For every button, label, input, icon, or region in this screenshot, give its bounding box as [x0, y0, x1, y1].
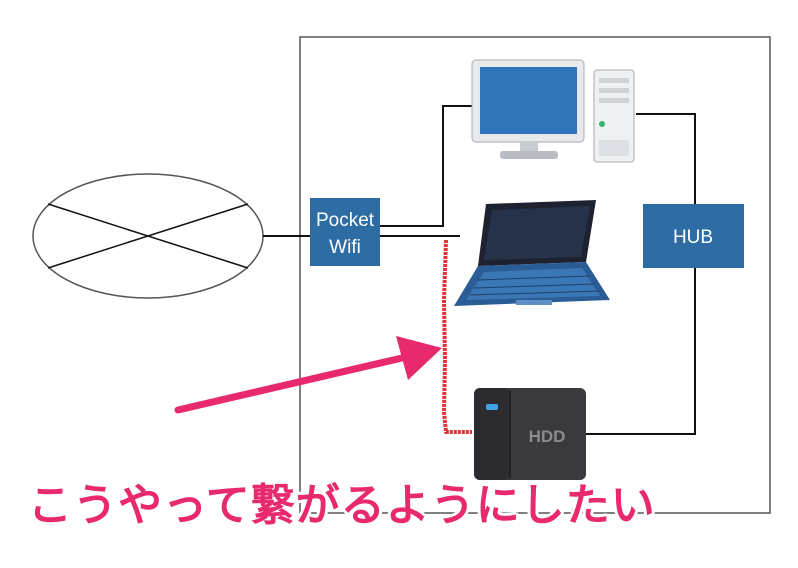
- hub-box: HUB: [643, 204, 744, 268]
- home-network-boundary: [299, 36, 771, 514]
- desktop-pc-icon: [471, 59, 635, 163]
- link-hub-hdd: [584, 268, 696, 435]
- hdd-label: HDD: [529, 427, 566, 446]
- laptop-icon: [454, 200, 610, 306]
- link-wifi-desktop: [380, 105, 472, 227]
- pocket-wifi-label-line1: Pocket: [316, 210, 375, 231]
- hub-label: HUB: [673, 227, 713, 248]
- wished-connection-line: [442, 239, 472, 434]
- caption-text: こうやって繋がるようにしたい: [28, 480, 656, 531]
- pocket-wifi-box: Pocket Wifi: [310, 198, 380, 266]
- pocket-wifi-label-line2: Wifi: [329, 237, 361, 258]
- link-desktop-hub: [636, 113, 696, 204]
- internet-cloud-crossed: [32, 173, 264, 299]
- connection-lines: [263, 105, 696, 435]
- highlight-arrow: [174, 336, 442, 414]
- hdd-icon: HDD: [474, 388, 586, 480]
